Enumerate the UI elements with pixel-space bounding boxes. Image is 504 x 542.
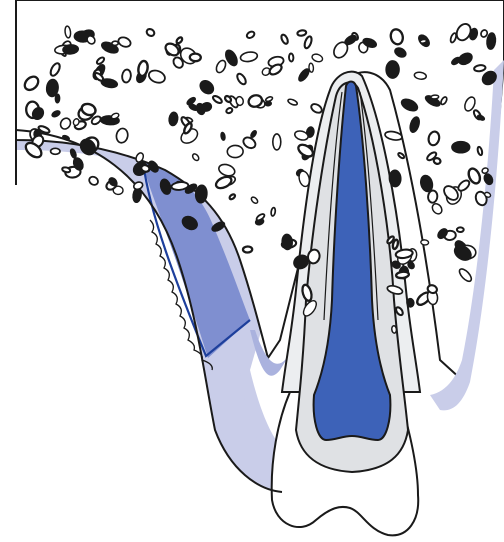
bone-pore bbox=[391, 325, 396, 333]
bone-pore bbox=[289, 53, 294, 61]
bone-pore bbox=[397, 152, 405, 159]
bone-pore bbox=[51, 148, 60, 154]
bone-pore bbox=[431, 95, 439, 99]
bone-pore bbox=[386, 61, 399, 78]
bone-pore bbox=[190, 53, 201, 61]
bone-pore bbox=[273, 134, 281, 150]
bone-pore bbox=[427, 190, 437, 203]
bone-pore bbox=[396, 271, 409, 279]
bone-pore bbox=[297, 30, 307, 37]
bone-pore bbox=[282, 234, 293, 250]
bone-pore bbox=[452, 142, 469, 153]
bone-pore bbox=[271, 207, 276, 216]
bone-pore bbox=[88, 175, 100, 186]
bone-pore bbox=[112, 41, 119, 46]
bone-pore bbox=[486, 33, 496, 50]
bone-pore bbox=[420, 39, 427, 44]
bone-pore bbox=[389, 170, 401, 187]
bone-pore bbox=[227, 145, 243, 158]
bone-pore bbox=[407, 261, 415, 269]
bone-pore bbox=[221, 132, 226, 140]
bone-pore bbox=[457, 227, 464, 232]
bone-pore bbox=[64, 26, 71, 38]
bone-pore bbox=[433, 157, 441, 164]
bone-pore bbox=[63, 44, 79, 54]
bone-pore bbox=[309, 63, 314, 72]
bone-pore bbox=[121, 69, 131, 83]
bone-pore bbox=[407, 299, 414, 308]
bone-pore bbox=[421, 240, 429, 246]
bone-pore bbox=[140, 164, 150, 172]
bone-pore bbox=[195, 185, 207, 203]
bone-pore bbox=[56, 95, 60, 103]
bone-pore bbox=[474, 64, 486, 72]
bone-pore bbox=[243, 246, 252, 252]
